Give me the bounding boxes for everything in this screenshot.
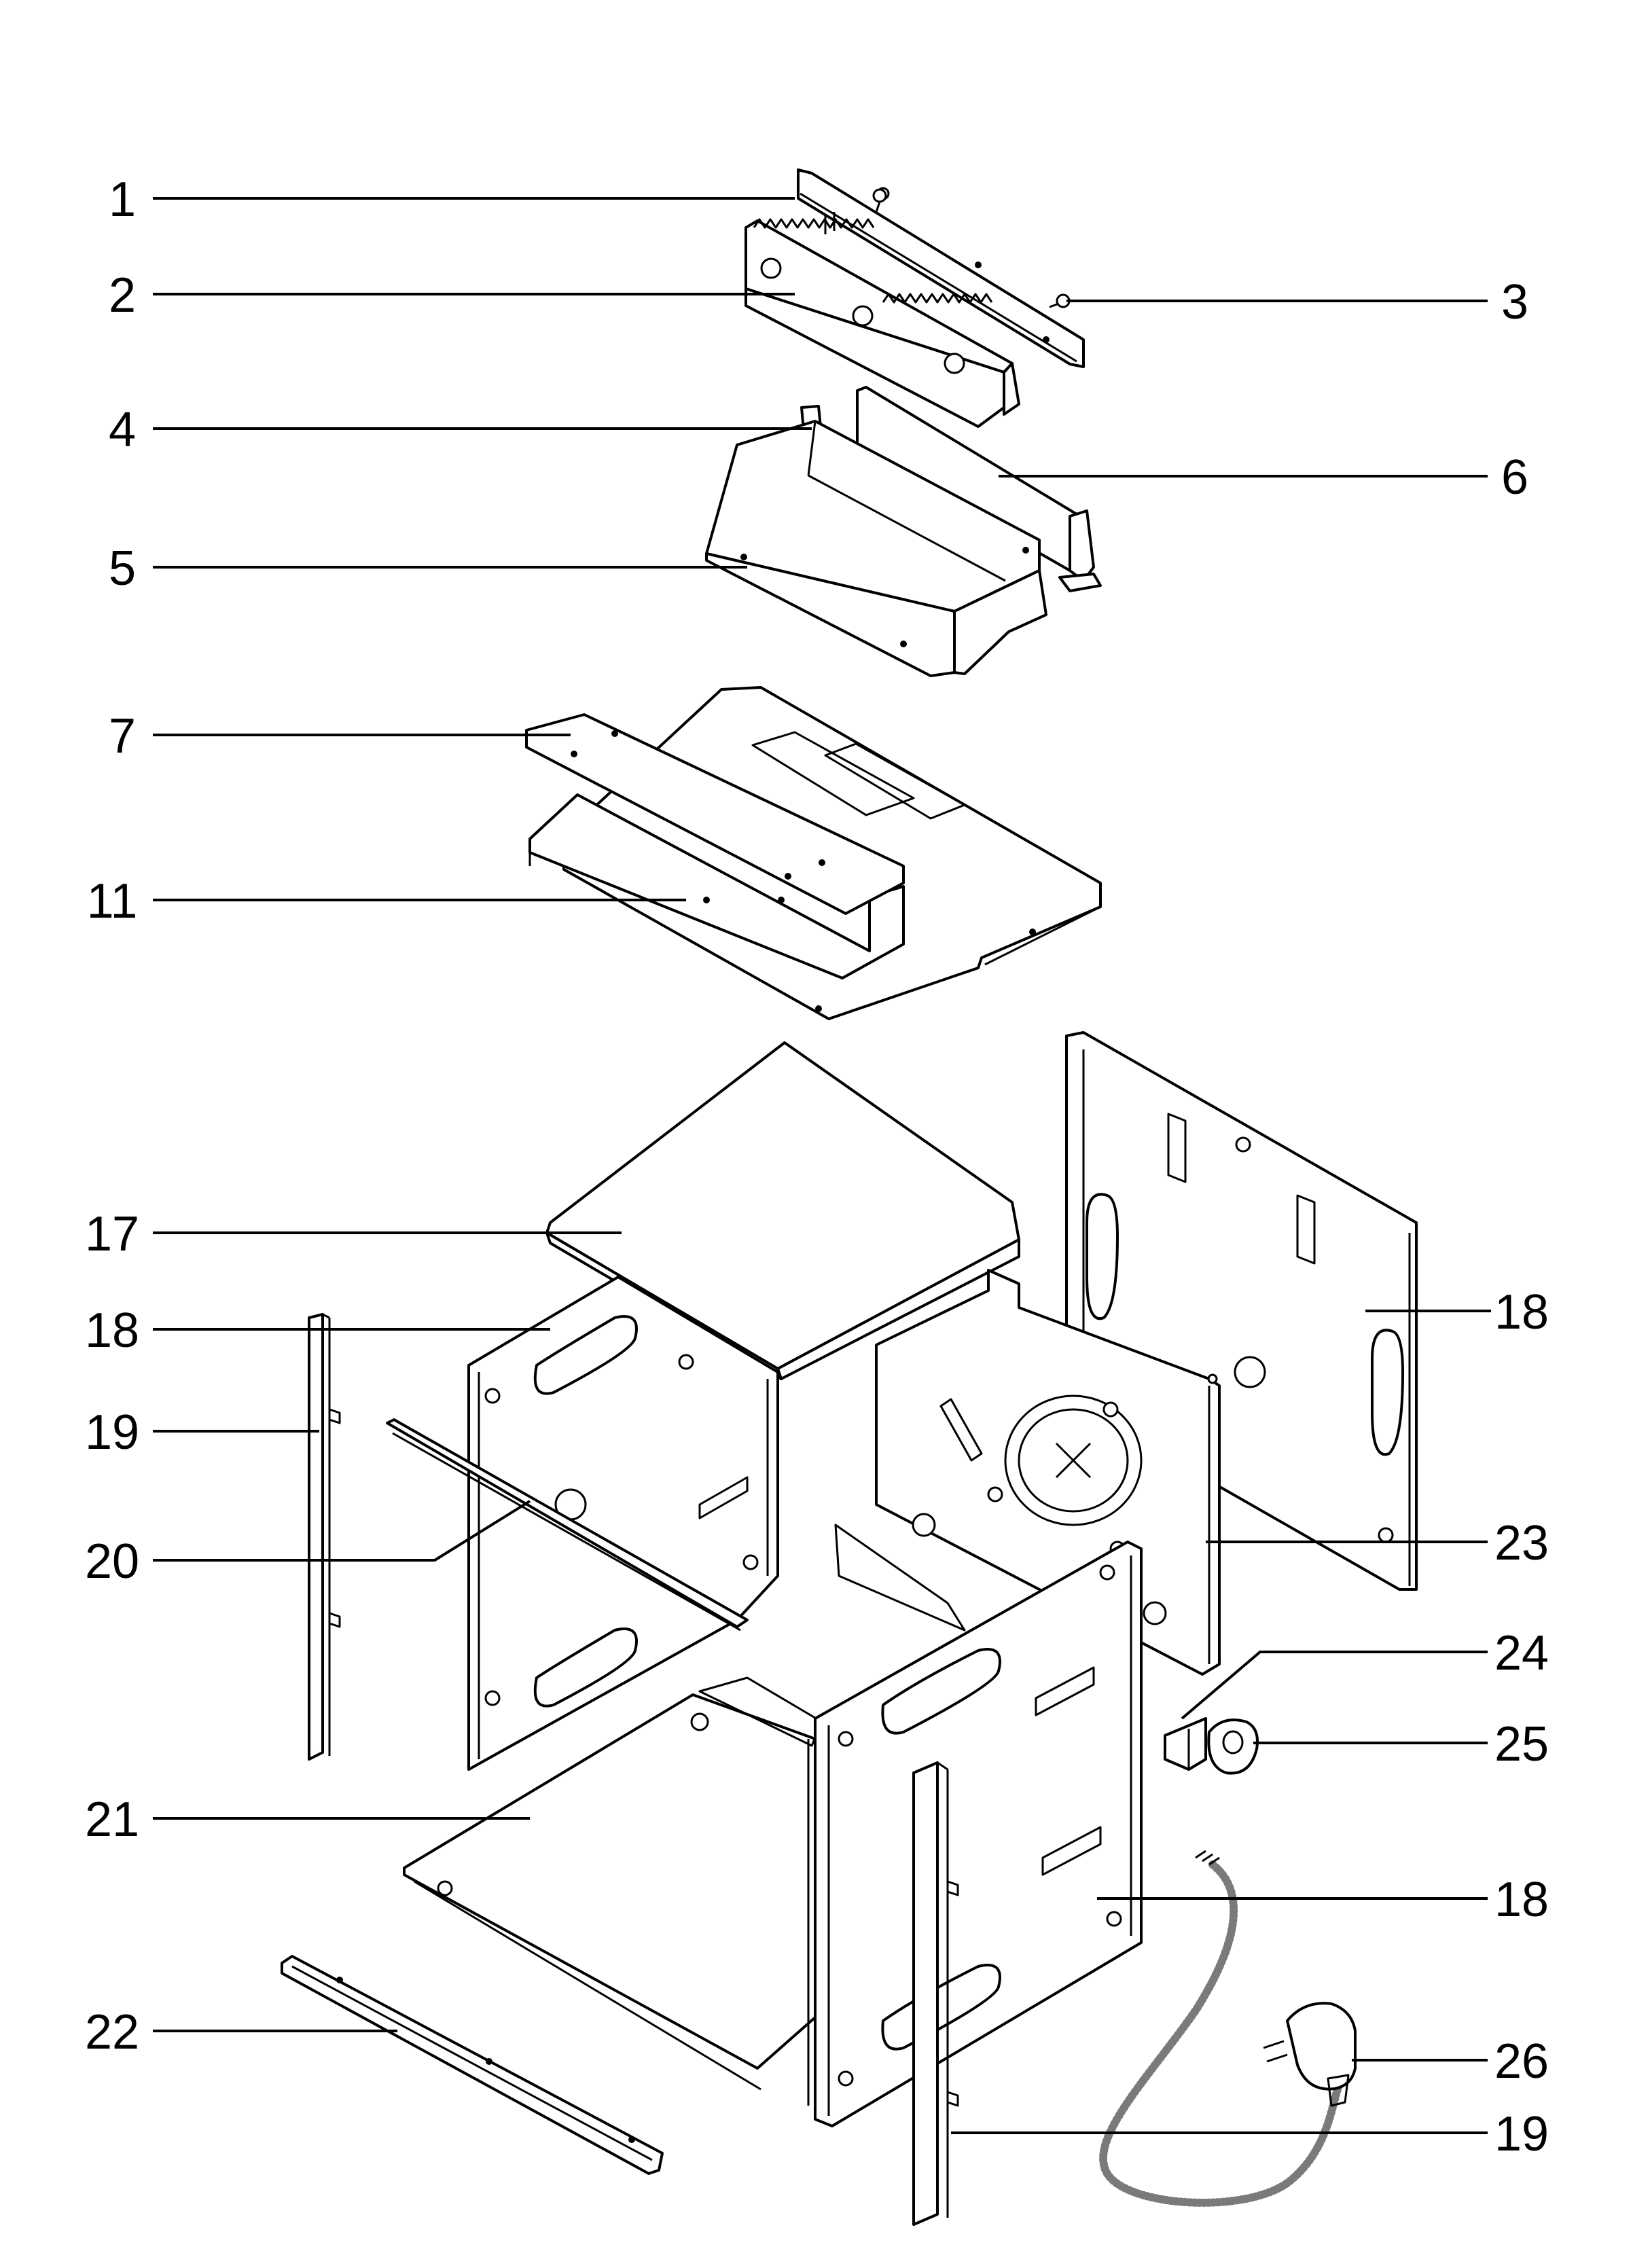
leader-lines	[153, 197, 1491, 2134]
callout-11: 11	[87, 874, 138, 929]
callout-19-bottom: 19	[1494, 2107, 1549, 2161]
callout-20: 20	[85, 1534, 139, 1589]
callout-3: 3	[1501, 275, 1528, 329]
callout-18-bottom: 18	[1494, 1873, 1549, 1927]
callout-21: 21	[85, 1793, 139, 1847]
part-1-screw	[872, 188, 887, 213]
callout-18-left: 18	[85, 1303, 139, 1358]
callout-24: 24	[1494, 1626, 1549, 1680]
callout-5: 5	[109, 541, 136, 596]
callout-17: 17	[85, 1207, 139, 1261]
part-25-cable-clamp	[1207, 1718, 1259, 1775]
callout-22: 22	[85, 2005, 139, 2059]
part-6-duct-back-panel	[856, 386, 1102, 592]
part-3-screw	[1049, 293, 1071, 308]
callout-labels: 1 2 3 4 6 5 7 11 17 18 18 19 20 23 24 25…	[85, 173, 1549, 2161]
callout-4: 4	[109, 403, 136, 457]
part-5-duct-deflector	[705, 420, 1047, 677]
leader-24	[1181, 1651, 1488, 1720]
callout-6: 6	[1501, 450, 1528, 505]
part-24-terminal-bracket	[1164, 1717, 1207, 1771]
part-7-cover-strip	[525, 713, 905, 915]
callout-26: 26	[1494, 2034, 1549, 2089]
part-26-plug	[1263, 2002, 1357, 2107]
part-19-left-side-strip	[308, 1313, 341, 1761]
leader-20	[153, 1500, 531, 1562]
part-18-front-side-panel	[807, 1541, 1143, 2127]
callout-2: 2	[109, 268, 136, 323]
part-19-front-strip	[912, 1761, 959, 2226]
part-22-bottom-rail	[281, 1955, 664, 2175]
part-21-bottom-panel	[403, 1676, 823, 2091]
part-2-element-housing	[745, 218, 1020, 428]
part-18-left-side-panel	[467, 1276, 779, 1771]
callout-7: 7	[109, 709, 136, 763]
callout-18-right: 18	[1494, 1285, 1549, 1339]
callout-19-left: 19	[85, 1405, 139, 1460]
callout-23: 23	[1494, 1516, 1549, 1570]
callout-25: 25	[1494, 1717, 1549, 1771]
callout-1: 1	[109, 173, 136, 227]
part-26-power-cord	[1099, 1850, 1346, 2207]
part-20-side-rail	[386, 1418, 749, 1632]
